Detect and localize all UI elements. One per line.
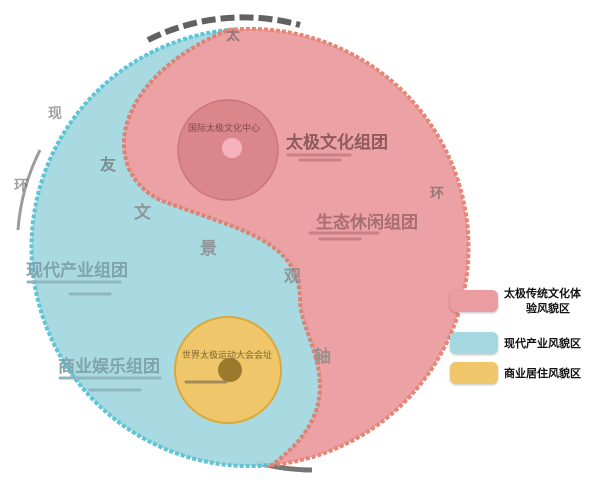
legend-swatch-modern xyxy=(450,332,498,354)
commercial-center-dot xyxy=(218,358,242,382)
outer-rim-arc-top xyxy=(146,14,301,43)
axis-char-jing: 景 xyxy=(200,239,217,259)
legend-swatch-culture xyxy=(450,290,498,312)
legend-item-culture: 太极传统文化体 验风貌区 xyxy=(450,286,581,316)
legend-item-modern: 现代产业风貌区 xyxy=(450,332,581,354)
axis-char-guan: 观 xyxy=(283,267,301,287)
outer-rim-arc-left xyxy=(16,149,42,231)
axis-char-zhou: 轴 xyxy=(314,346,331,367)
modern-group-label: 现代产业组团 xyxy=(26,260,128,281)
rim-char-2: 太 xyxy=(226,27,241,44)
axis-char-wen: 文 xyxy=(134,202,152,223)
rim-char-4: 环 xyxy=(14,178,28,194)
legend-label-culture-line1: 太极传统文化体 xyxy=(504,287,581,300)
eco-group-label: 生态休闲组团 xyxy=(316,212,418,233)
legend-label-modern: 现代产业风貌区 xyxy=(504,336,581,350)
legend-label-culture-line2: 验风貌区 xyxy=(526,302,570,315)
culture-center-label: 国际太极文化中心 xyxy=(188,122,260,134)
culture-center-dot xyxy=(222,138,242,158)
label-underlines xyxy=(26,153,380,392)
legend-item-commercial: 商业居住风貌区 xyxy=(450,362,581,384)
legend-label-commercial: 商业居住风貌区 xyxy=(504,366,581,380)
legend-swatch-commercial xyxy=(450,362,498,384)
rim-char-1: 友 xyxy=(100,155,117,174)
rim-char-3: 现 xyxy=(48,106,62,122)
rim-char-5: 环 xyxy=(430,186,444,202)
commerce-group-label: 商业娱乐组团 xyxy=(58,356,160,377)
culture-group-label: 太极文化组团 xyxy=(286,132,388,153)
games-site-label: 世界太极运动大会会址 xyxy=(182,349,272,361)
